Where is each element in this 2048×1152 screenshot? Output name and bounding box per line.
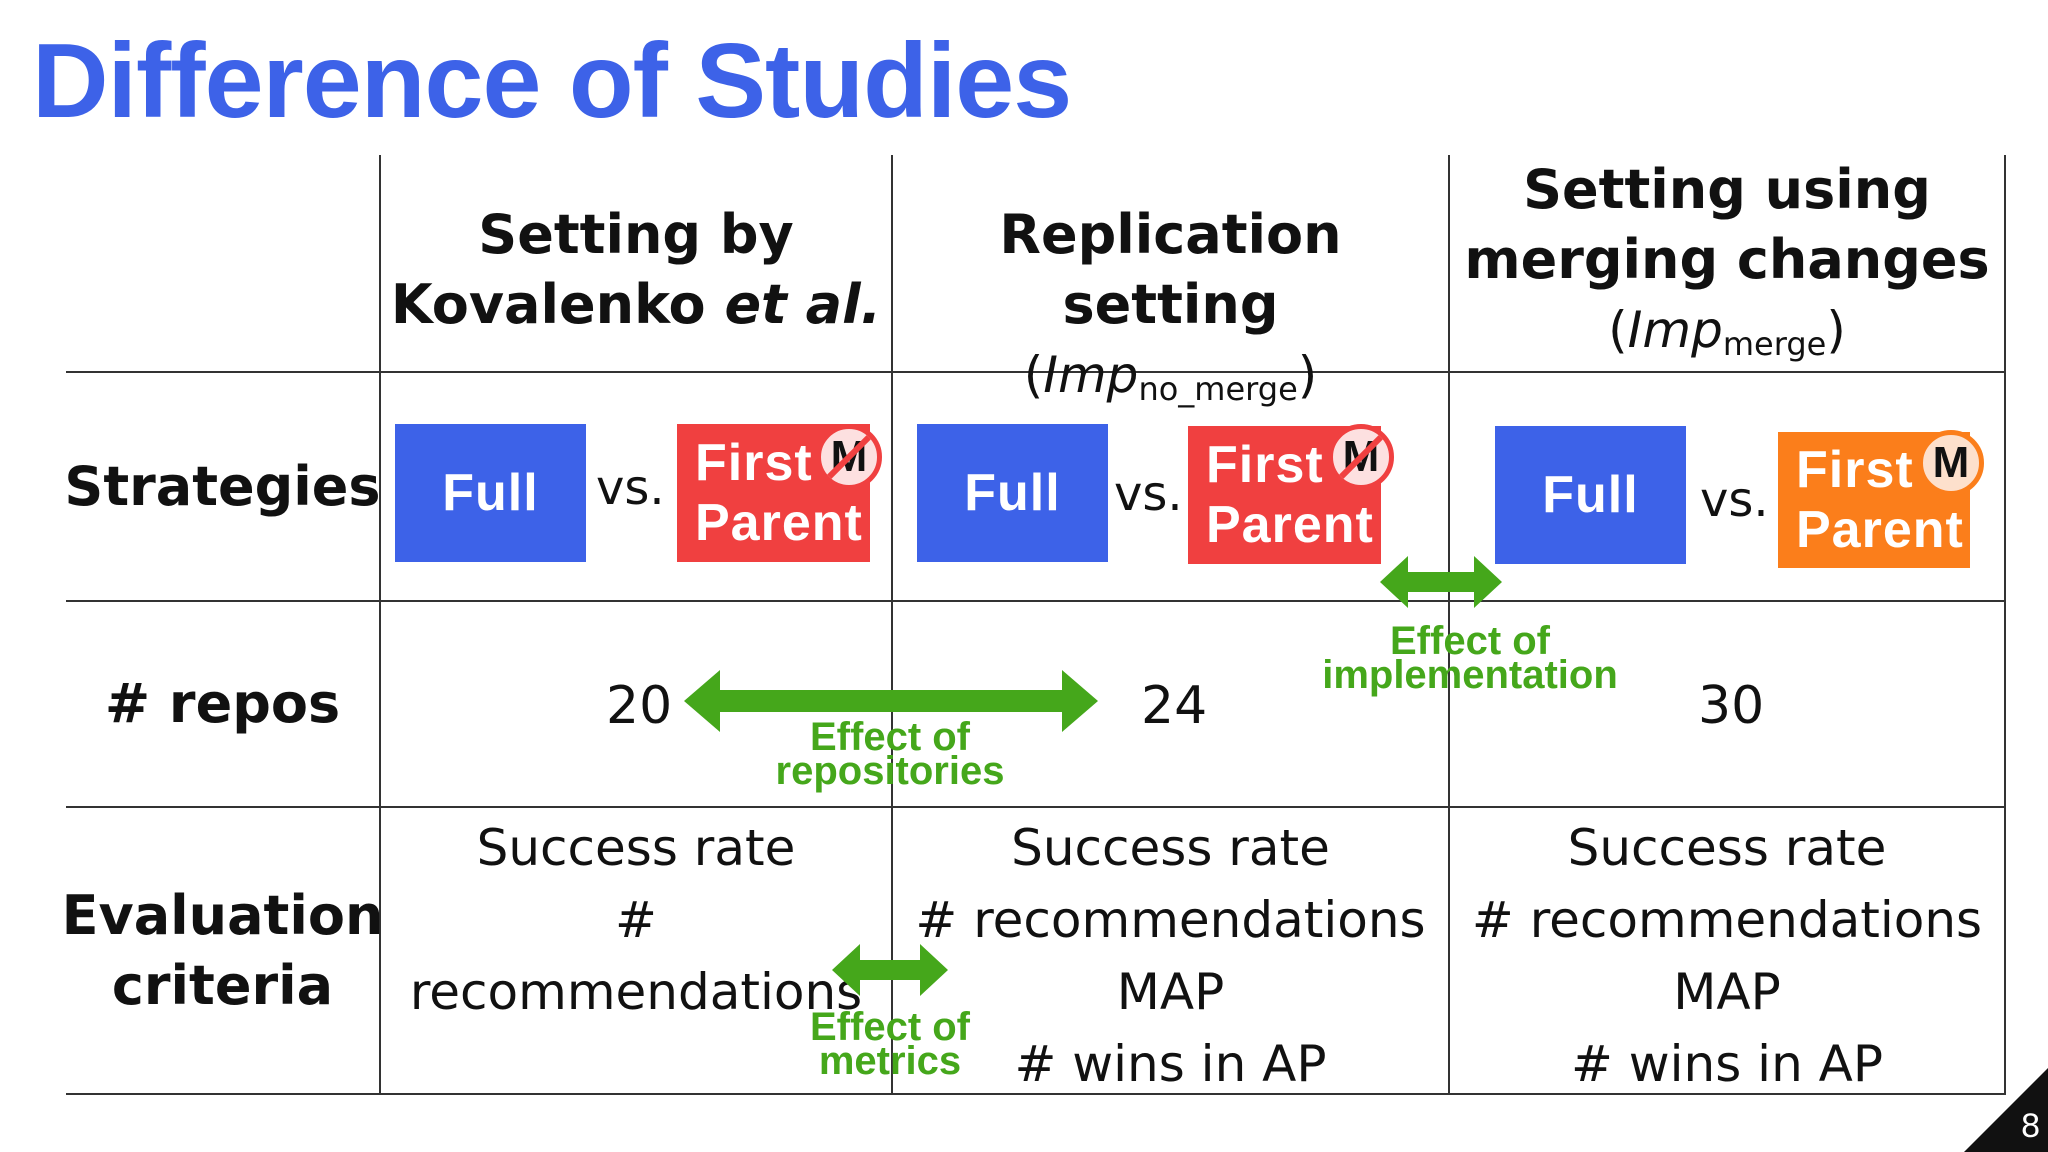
- evaluation-criterion: # wins in AP: [1570, 1035, 1884, 1093]
- evaluation-criterion: # wins in AP: [1014, 1035, 1327, 1093]
- subtitle-imp: Imp: [1627, 301, 1723, 359]
- effect-label-line: implementation: [1322, 653, 1618, 697]
- full-strategy-label: Full: [1542, 466, 1639, 524]
- full-strategy-box: Full: [395, 424, 586, 562]
- merge-badge-icon: M: [1918, 430, 1984, 496]
- column-header-author: Kovalenko: [390, 273, 725, 336]
- full-strategy-label: Full: [964, 464, 1061, 522]
- effect-of-repositories-arrow-icon: [684, 670, 1098, 732]
- vs-label: vs.: [596, 460, 665, 516]
- column-header-line: Setting using: [1523, 158, 1931, 221]
- row-label-text: criteria: [111, 953, 334, 1017]
- evaluation-criterion: MAP: [1116, 963, 1225, 1021]
- effect-of-repositories-label: Effect of repositories: [750, 715, 1030, 793]
- full-strategy-box: Full: [1495, 426, 1686, 564]
- column-header-line: Kovalenko et al.: [391, 270, 881, 340]
- subtitle-subscript: merge: [1722, 325, 1827, 363]
- vs-label: vs.: [1700, 472, 1769, 528]
- evaluation-criterion: # recommendations: [1471, 891, 1983, 949]
- effect-of-metrics-arrow-icon: [832, 944, 948, 996]
- evaluation-criterion: Success rate: [476, 819, 796, 877]
- subtitle-imp: Imp: [1043, 346, 1139, 404]
- repo-count: 20: [606, 676, 673, 736]
- column-header-line: Replication setting: [999, 203, 1342, 336]
- subtitle-subscript: no_merge: [1138, 370, 1298, 408]
- row-label-text: Evaluation: [61, 883, 384, 947]
- subtitle-prefix: (: [1608, 301, 1628, 359]
- effect-of-implementation-label: Effect of implementation: [1300, 619, 1640, 697]
- full-strategy-label: Full: [442, 464, 539, 522]
- evaluation-criterion: Success rate: [1567, 819, 1887, 877]
- row-label-strategies: Strategies: [64, 373, 381, 600]
- subtitle-suffix: ): [1297, 346, 1318, 404]
- page-corner-triangle: [1964, 1068, 2048, 1152]
- evaluation-criteria-merging: Success rate # recommendations MAP # win…: [1450, 812, 2004, 1093]
- evaluation-criterion: Success rate: [1011, 819, 1330, 877]
- column-header-et-al: et al.: [724, 273, 882, 336]
- evaluation-criterion: # recommendations: [409, 891, 863, 1021]
- effect-label-line: Effect of: [810, 715, 970, 759]
- subtitle-prefix: (: [1023, 346, 1044, 404]
- first-parent-label-line1: First: [1206, 436, 1324, 494]
- full-strategy-box: Full: [917, 424, 1108, 562]
- row-label-repos: # repos: [66, 602, 379, 806]
- column-header-line: Setting by: [478, 203, 794, 266]
- row-label-text: # repos: [104, 672, 341, 735]
- vs-label: vs.: [1114, 466, 1183, 522]
- first-parent-label-line1: First: [695, 434, 813, 492]
- evaluation-criteria-replication: Success rate # recommendations MAP # win…: [893, 812, 1448, 1093]
- slide-title: Difference of Studies: [32, 22, 1072, 140]
- column-header-line: merging changes: [1464, 228, 1990, 291]
- page-number: 8: [2021, 1107, 2040, 1145]
- effect-label-line: Effect of: [810, 1005, 970, 1049]
- column-header-replication: Replication setting (Impno_merge): [893, 200, 1448, 408]
- effect-of-implementation-arrow-icon: [1380, 556, 1502, 608]
- column-header-subtitle: (Impno_merge): [1024, 340, 1318, 424]
- first-parent-box: First Parent: [677, 424, 870, 562]
- column-header-subtitle: (Impmerge): [1608, 295, 1846, 379]
- repo-count: 30: [1698, 676, 1765, 736]
- effect-label-line: repositories: [775, 749, 1005, 793]
- row-label-text: Strategies: [64, 454, 381, 518]
- row-label-evaluation: Evaluation criteria: [62, 808, 384, 1093]
- merge-badge-letter: M: [1932, 438, 1970, 487]
- column-header-merging: Setting using merging changes (Impmerge): [1450, 155, 2004, 370]
- effect-label-line: Effect of: [1390, 619, 1550, 663]
- first-parent-label-line2: Parent: [1796, 501, 1964, 559]
- first-parent-box: First Parent: [1188, 426, 1381, 564]
- column-header-kovalenko: Setting by Kovalenko et al.: [381, 200, 891, 370]
- first-parent-label-line1: First: [1796, 441, 1914, 499]
- first-parent-label-line2: Parent: [695, 494, 863, 552]
- effect-of-metrics-label: Effect of metrics: [770, 1005, 1010, 1083]
- effect-label-line: metrics: [818, 1039, 962, 1083]
- evaluation-criterion: # recommendations: [915, 891, 1426, 949]
- repo-count: 24: [1141, 676, 1208, 736]
- evaluation-criterion: MAP: [1673, 963, 1781, 1021]
- first-parent-label-line2: Parent: [1206, 496, 1374, 554]
- no-merge-badge-icon: M: [1328, 424, 1394, 490]
- evaluation-criteria-kovalenko: Success rate # recommendations: [381, 812, 891, 1092]
- table-divider: [2004, 155, 2006, 1095]
- subtitle-suffix: ): [1826, 301, 1846, 359]
- no-merge-badge-icon: M: [816, 424, 882, 490]
